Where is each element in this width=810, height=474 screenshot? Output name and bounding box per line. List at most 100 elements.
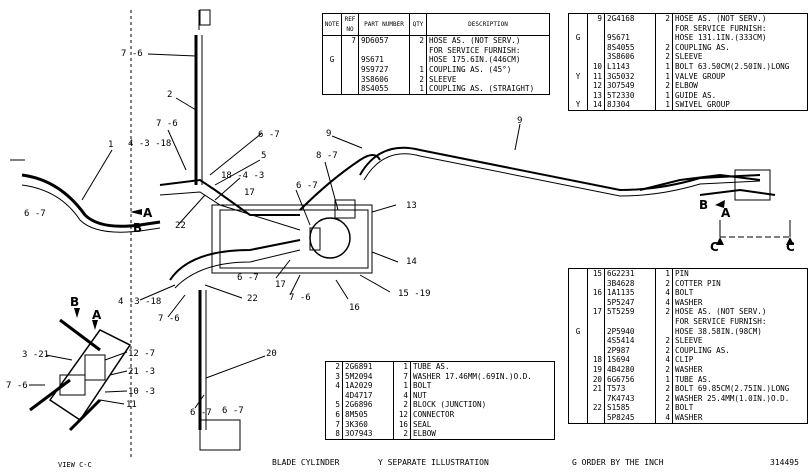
cell-desc: ELBOW: [413, 429, 436, 439]
callout-6-7-view: 6 -7: [222, 406, 244, 416]
header-part: PART NUMBER: [358, 14, 410, 37]
cell-qty: 2: [655, 81, 673, 91]
cell-part: 9S671: [358, 55, 410, 65]
cell-ref: 7: [341, 35, 359, 46]
callout-15-19: 15 -19: [398, 289, 431, 299]
parts-row: FOR SERVICE FURNISH:: [569, 316, 807, 327]
cell-ref: 9: [587, 14, 605, 24]
cell-ref: [587, 52, 605, 62]
cell-ref: [587, 23, 605, 34]
cell-ref: [341, 45, 359, 56]
cell-part: 5T5259: [604, 307, 656, 317]
cell-qty: 1: [655, 90, 673, 101]
cell-desc: FOR SERVICE FURNISH:: [675, 23, 767, 33]
cell-part: 4B4280: [604, 364, 656, 375]
cell-part: 9S9727: [358, 64, 410, 75]
cell-note: [569, 42, 588, 53]
cell-part: 8M505: [342, 409, 394, 420]
callout-6-7-left: 6 -7: [24, 209, 46, 219]
callout-22-upper: 22: [175, 221, 186, 231]
cell-note: [569, 14, 588, 24]
cell-qty: 2: [655, 42, 673, 53]
callout-9-right: 9: [517, 116, 522, 126]
callout-21-3: 21 -3: [128, 367, 155, 377]
cell-ref: 15: [587, 269, 605, 279]
cell-desc: SLEEVE: [429, 74, 457, 84]
cell-ref: 11: [587, 71, 605, 82]
cell-qty: 1: [655, 269, 673, 279]
callout-4-3-18-lower: 4 -3 -18: [118, 297, 161, 307]
cell-part: [358, 45, 410, 56]
cell-part: L1143: [604, 61, 656, 72]
cell-ref: [587, 336, 605, 346]
view-c-c-label: VIEW C-C: [58, 461, 92, 469]
cell-qty: 1: [393, 362, 411, 372]
cell-ref: 10: [587, 61, 605, 72]
cell-desc: WASHER: [675, 412, 703, 422]
cell-note: [569, 90, 588, 101]
callout-7-6-mid: 7 -6: [289, 293, 311, 303]
header-desc: DESCRIPTION: [426, 14, 549, 37]
cell-desc: HOSE AS. (NOT SERV.): [429, 36, 521, 46]
cell-desc: BLOCK (JUNCTION): [413, 400, 487, 410]
cell-part: 4D4717: [342, 390, 394, 401]
cell-part: 1A1135: [604, 288, 656, 298]
cell-ref: 6: [326, 409, 343, 420]
cell-ref: 21: [587, 384, 605, 394]
cell-note: G: [569, 326, 588, 337]
cell-part: 3S8606: [358, 74, 410, 85]
cell-ref: [587, 316, 605, 327]
cell-part: 3G5032: [604, 71, 656, 82]
cell-part: 3K360: [342, 419, 394, 430]
cell-qty: 16: [393, 419, 411, 430]
section-c-left: C: [710, 240, 719, 254]
cell-note: [569, 374, 588, 385]
cell-qty: 2: [655, 14, 673, 24]
cell-desc: CONNECTOR: [413, 409, 455, 419]
cell-qty: [409, 45, 427, 56]
cell-note: [569, 393, 588, 404]
callout-2: 2: [167, 90, 172, 100]
cell-desc: NUT: [413, 390, 427, 400]
cell-desc: HOSE AS. (NOT SERV.): [675, 14, 767, 23]
cell-part: 5P8245: [604, 412, 656, 423]
callout-8-7: 8 -7: [316, 151, 338, 161]
callout-16: 16: [349, 303, 360, 313]
parts-row: FOR SERVICE FURNISH:: [569, 23, 807, 34]
callout-7-6-lower: 7 -6: [158, 314, 180, 324]
cell-desc: SLEEVE: [675, 336, 703, 346]
cell-part: S1585: [604, 403, 656, 413]
cell-ref: [326, 390, 343, 401]
cell-note: [569, 23, 588, 34]
cell-note: [569, 278, 588, 289]
parts-table-top-middle: NOTE REF NO PART NUMBER QTY DESCRIPTION …: [322, 13, 550, 95]
callout-22-lower: 22: [247, 294, 258, 304]
cell-qty: [655, 23, 673, 34]
cell-ref: [587, 297, 605, 308]
cell-part: 1S694: [604, 355, 656, 365]
cell-qty: 2: [409, 74, 427, 85]
section-c-right: C: [786, 240, 795, 254]
cell-note: [569, 403, 588, 413]
callout-10-3: 10 -3: [128, 387, 155, 397]
callout-6-7-lower: 6 -7: [237, 273, 259, 283]
cell-note: [569, 269, 588, 279]
cell-ref: [587, 345, 605, 356]
cell-ref: 4: [326, 381, 343, 391]
cell-qty: 2: [655, 364, 673, 375]
cell-desc: FOR SERVICE FURNISH:: [675, 316, 767, 326]
cell-desc: BOLT: [413, 381, 432, 391]
cell-desc: COTTER PIN: [675, 278, 721, 288]
cell-qty: 2: [393, 429, 411, 439]
cell-ref: 5: [326, 400, 343, 410]
cell-ref: 14: [587, 100, 605, 110]
cell-qty: 4: [655, 288, 673, 298]
